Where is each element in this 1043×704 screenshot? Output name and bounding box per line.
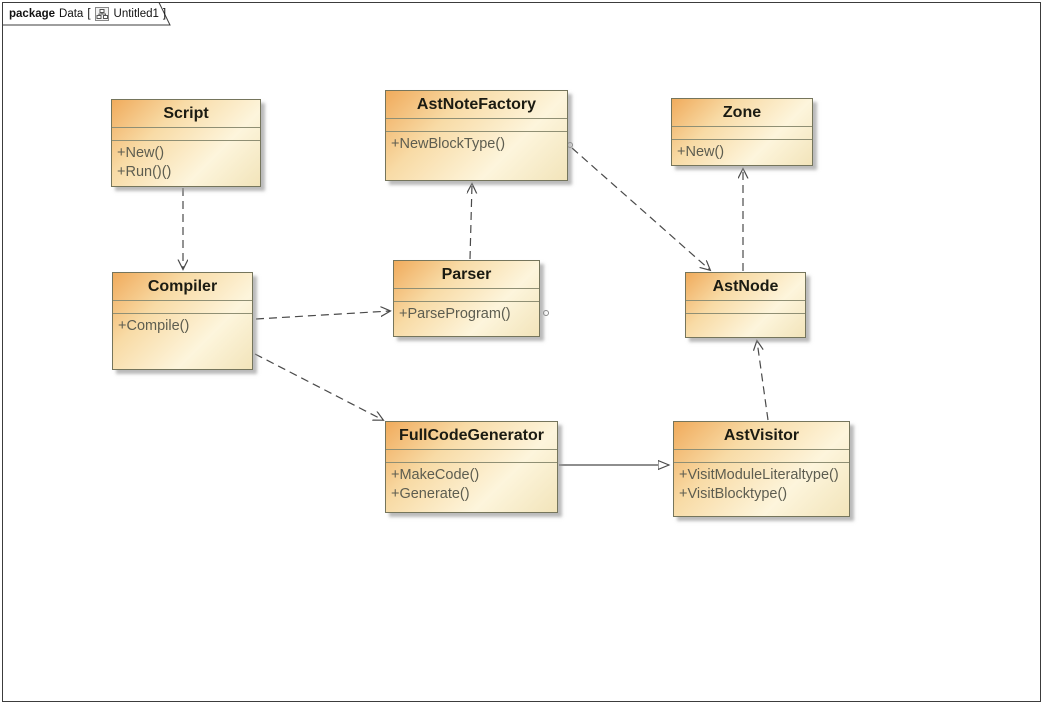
frame-tab[interactable]: package Data [ Untitled1 ] bbox=[2, 2, 174, 26]
class-astnotefactory[interactable]: AstNoteFactory +NewBlockType() bbox=[385, 90, 568, 181]
frame-bracket-open: [ bbox=[87, 7, 91, 20]
frame-tab-label: package Data [ Untitled1 ] bbox=[9, 2, 166, 25]
class-astvisitor[interactable]: AstVisitor+VisitModuleLiteraltype()+Visi… bbox=[673, 421, 850, 517]
operation: +ParseProgram() bbox=[399, 306, 511, 322]
edge-astvisitor-to-astnode[interactable] bbox=[757, 341, 769, 421]
class-attributes-fullcodegenerator bbox=[386, 450, 557, 463]
class-title-astvisitor: AstVisitor bbox=[674, 422, 849, 450]
class-attributes-astnotefactory bbox=[386, 119, 567, 132]
frame-diagram-name: Untitled1 bbox=[113, 7, 159, 20]
class-parser[interactable]: Parser +ParseProgram() bbox=[393, 260, 540, 337]
class-title-fullcodegenerator: FullCodeGenerator bbox=[386, 422, 557, 450]
class-astnode[interactable]: AstNode bbox=[685, 272, 806, 338]
frame-bracket-close: ] bbox=[162, 7, 167, 20]
class-title-astnode: AstNode bbox=[686, 273, 805, 301]
edge-parser-to-astnotefactory[interactable] bbox=[470, 184, 472, 260]
operation: +NewBlockType() bbox=[391, 136, 506, 152]
class-attributes-compiler bbox=[113, 301, 252, 314]
class-script[interactable]: Script +New() +Run()() bbox=[111, 99, 261, 187]
class-title-zone: Zone bbox=[672, 99, 812, 127]
operation: +Compile() bbox=[118, 318, 190, 334]
class-operations-compiler: +Compile() bbox=[113, 314, 252, 369]
class-attributes-script bbox=[112, 128, 260, 141]
edge-astnotefactory-to-astnode[interactable] bbox=[571, 147, 710, 270]
class-zone[interactable]: Zone +New() bbox=[671, 98, 813, 166]
operation: +VisitModuleLiteraltype() bbox=[679, 467, 839, 483]
package-diagram-icon bbox=[94, 6, 110, 21]
class-fullcodegenerator[interactable]: FullCodeGenerator +MakeCode() +Generate() bbox=[385, 421, 558, 513]
class-operations-astvisitor: +VisitModuleLiteraltype() +VisitBlocktype… bbox=[674, 463, 849, 516]
class-title-parser: Parser bbox=[394, 261, 539, 289]
class-operations-parser: +ParseProgram() bbox=[394, 302, 539, 336]
operation: +Generate() bbox=[391, 486, 470, 502]
frame-tab-shape bbox=[2, 2, 171, 26]
frame-name: Data bbox=[59, 7, 84, 20]
class-operations-zone: +New() bbox=[672, 140, 812, 165]
class-attributes-parser bbox=[394, 289, 539, 302]
class-title-compiler: Compiler bbox=[113, 273, 252, 301]
class-attributes-astvisitor bbox=[674, 450, 849, 463]
operation: +New() bbox=[677, 144, 725, 160]
class-compiler[interactable]: Compiler +Compile() bbox=[112, 272, 253, 370]
operation: +VisitBlocktype() bbox=[679, 486, 788, 502]
edge-compiler-to-fullcodegenerator[interactable] bbox=[254, 353, 383, 420]
frame-keyword: package bbox=[9, 7, 56, 20]
operation: +MakeCode() bbox=[391, 467, 480, 483]
class-operations-script: +New() +Run()() bbox=[112, 141, 260, 186]
edge-compiler-to-parser[interactable] bbox=[255, 311, 390, 320]
class-operations-fullcodegenerator: +MakeCode() +Generate() bbox=[386, 463, 557, 512]
class-operations-astnode bbox=[686, 314, 805, 337]
class-title-astnotefactory: AstNoteFactory bbox=[386, 91, 567, 119]
operation: +Run()() bbox=[117, 164, 172, 180]
operation: +New() bbox=[117, 145, 165, 161]
anchor-dot bbox=[567, 142, 573, 148]
class-attributes-zone bbox=[672, 127, 812, 140]
class-operations-astnotefactory: +NewBlockType() bbox=[386, 132, 567, 180]
class-attributes-astnode bbox=[686, 301, 805, 314]
class-title-script: Script bbox=[112, 100, 260, 128]
anchor-dot bbox=[543, 310, 549, 316]
